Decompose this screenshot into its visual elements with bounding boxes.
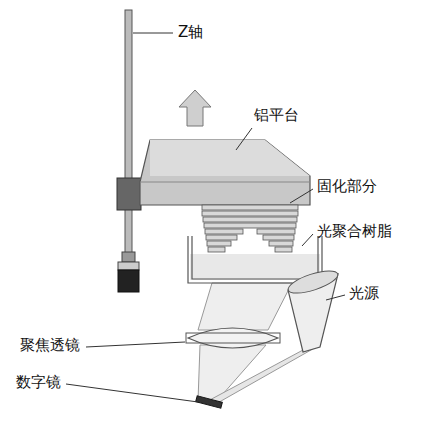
carriage-block [117,178,141,210]
platform-top [150,140,310,176]
light-source-face [286,266,340,297]
bracket [118,262,139,270]
part-label: 数字镜 [16,373,61,391]
up-arrow [179,90,211,126]
platform-edge [140,182,310,183]
part-label: 固化部分 [317,177,377,195]
focusing-lens [188,328,278,348]
leader-lines [66,33,345,402]
part-label: 光聚合树脂 [317,222,392,240]
z-axis-rod [125,10,132,290]
lens-rim [186,333,280,343]
light-beam [198,283,292,330]
aluminum-platform [140,140,310,205]
motor [118,270,139,292]
digital-mirror [196,396,223,409]
coupling [122,252,135,262]
cured-layers [202,205,298,252]
part-label: Z轴 [178,23,203,41]
part-label: 光源 [349,284,379,302]
light-beam [206,346,318,405]
part-label: 铝平台 [254,106,299,124]
part-label: 聚焦透镜 [20,336,80,354]
resin [190,254,320,280]
resin-vat [188,236,322,283]
